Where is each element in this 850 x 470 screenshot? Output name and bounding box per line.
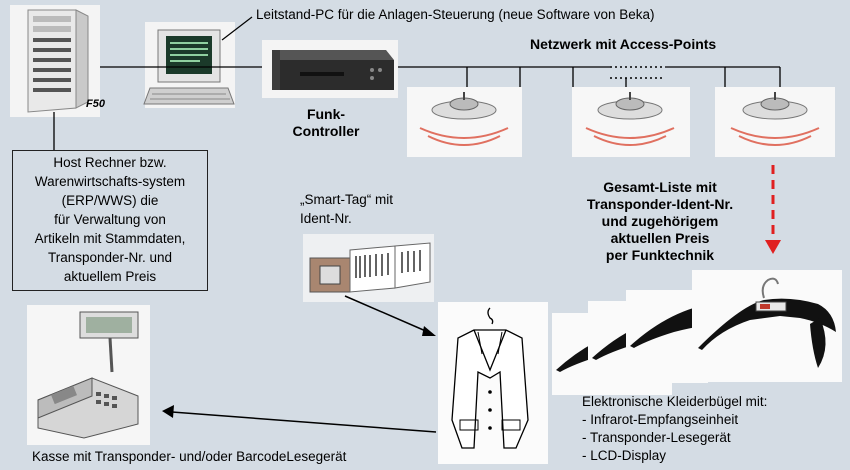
funk-controller-line1: Funk- <box>306 106 346 122</box>
funk-controller-image <box>262 40 398 98</box>
host-line: Transponder-Nr. und <box>47 250 173 265</box>
host-line: aktuellem Preis <box>63 269 157 284</box>
kleiderbuegel-item: - Transponder-Lesegerät <box>582 430 731 445</box>
host-rechner-box: Host Rechner bzw. Warenwirtschafts-syste… <box>12 150 208 291</box>
access-point-3 <box>715 87 835 157</box>
server-tower-image <box>10 5 100 117</box>
jacket-to-kasse-arrow <box>162 405 437 433</box>
gesamt-line: per Funktechnik <box>605 247 715 263</box>
gesamt-line: Transponder-Ident-Nr. <box>586 196 734 212</box>
smart-tag-line1: „Smart-Tag“ mit <box>300 192 394 207</box>
host-line: (ERP/WWS) die <box>61 193 159 208</box>
host-line: Warenwirtschafts-system <box>34 174 186 189</box>
smart-tag-image <box>303 234 434 302</box>
kleiderbuegel-title: Elektronische Kleiderbügel mit: <box>582 394 768 409</box>
hanger-4-with-display <box>692 270 842 382</box>
host-line: Artikeln mit Stammdaten, <box>34 231 186 246</box>
radio-transmission-arrow <box>765 165 781 254</box>
kleiderbuegel-item: - Infrarot-Empfangseinheit <box>582 412 739 427</box>
kleiderbuegel-description: Elektronische Kleiderbügel mit: - Infrar… <box>582 393 767 465</box>
host-line: Host Rechner bzw. <box>53 155 167 170</box>
host-line: für Verwaltung von <box>54 212 166 227</box>
server-model-label: F50 <box>86 98 105 110</box>
smart-tag-label: „Smart-Tag“ mit Ident-Nr. <box>300 190 393 228</box>
smart-tag-line2: Ident-Nr. <box>300 211 352 226</box>
jacket-image <box>438 302 548 464</box>
tag-to-jacket-arrow <box>344 295 436 336</box>
gesamt-line: Gesamt-Liste mit <box>603 179 717 195</box>
gesamt-line: aktuellen Preis <box>610 230 710 246</box>
leitstand-pc-image <box>143 22 235 108</box>
netzwerk-label: Netzwerk mit Access-Points <box>530 36 717 52</box>
cash-register-image <box>27 305 150 445</box>
funk-controller-label: Funk- Controller <box>270 106 382 140</box>
kasse-label: Kasse mit Transponder- und/oder BarcodeL… <box>32 449 347 464</box>
leitstand-pointer <box>221 16 253 41</box>
kleiderbuegel-item: - LCD-Display <box>582 448 667 463</box>
funk-controller-line2: Controller <box>292 123 360 139</box>
access-point-2 <box>572 87 690 157</box>
gesamt-line: und zugehörigem <box>601 213 719 229</box>
gesamt-liste-label: Gesamt-Liste mit Transponder-Ident-Nr. u… <box>570 179 750 264</box>
access-point-1 <box>407 87 522 157</box>
leitstand-label: Leitstand-PC für die Anlagen-Steuerung (… <box>256 7 655 22</box>
